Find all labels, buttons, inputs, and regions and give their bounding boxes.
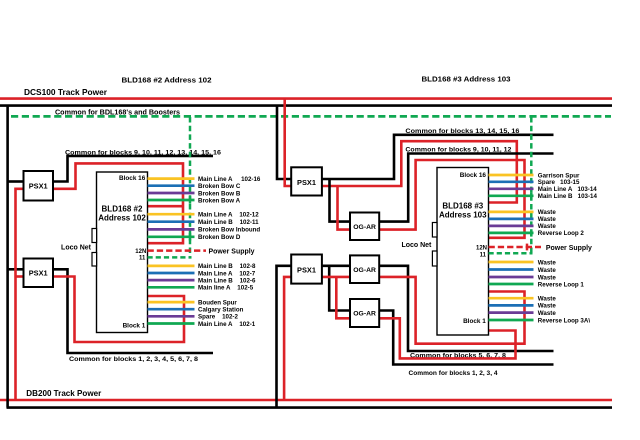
svg-text:Loco Net: Loco Net [401,242,432,249]
svg-text:Common for BDL168's and Booste: Common for BDL168's and Boosters [55,110,180,117]
svg-text:BLD168 #2: BLD168 #2 [102,205,143,214]
svg-text:Common for blocks 1, 2, 3, 4,: Common for blocks 1, 2, 3, 4, 5, 6, 7, 8 [69,356,198,363]
svg-text:Address 102: Address 102 [98,214,146,223]
svg-text:BLD168 #2 Address 102: BLD168 #2 Address 102 [122,76,212,85]
svg-text:Waste: Waste [538,259,557,266]
svg-text:Main Line A 102-1: Main Line A 102-1 [198,321,256,328]
svg-text:Broken Bow A: Broken Bow A [198,197,241,204]
svg-text:OG-AR: OG-AR [353,224,376,231]
svg-text:Common for blocks 13, 14, 15,: Common for blocks 13, 14, 15, 16 [405,128,519,135]
svg-text:Block 1: Block 1 [123,322,146,329]
svg-text:OG-AR: OG-AR [353,267,376,274]
svg-text:Block 1: Block 1 [463,318,486,325]
svg-text:Main Line B 103-14: Main Line B 103-14 [538,193,598,200]
svg-text:Garrison Spur: Garrison Spur [538,172,580,179]
svg-text:Loco Net: Loco Net [61,244,92,251]
svg-text:Spare 102-2: Spare 102-2 [198,314,238,321]
svg-text:Block 16: Block 16 [119,175,146,182]
svg-text:Waste: Waste [538,274,557,281]
svg-text:PSX1: PSX1 [29,181,48,190]
svg-text:Main Line A 103-14: Main Line A 103-14 [538,186,597,193]
svg-text:Power Supply: Power Supply [546,245,592,252]
svg-text:Waste: Waste [538,310,557,317]
svg-text:BLD168 #3 Address 103: BLD168 #3 Address 103 [422,75,511,84]
svg-text:11: 11 [480,253,487,259]
svg-text:Common for blocks 1, 2, 3, 4: Common for blocks 1, 2, 3, 4 [409,370,498,377]
svg-text:Waste: Waste [538,267,557,274]
svg-text:DB200 Track Power: DB200 Track Power [26,389,102,398]
svg-text:Waste: Waste [538,303,557,310]
svg-text:Broken Bow D: Broken Bow D [198,234,241,241]
svg-text:Main Line A 102-16: Main Line A 102-16 [198,176,261,183]
svg-text:11: 11 [139,256,146,262]
svg-text:Waste: Waste [538,209,557,216]
svg-text:Waste: Waste [538,223,557,230]
svg-text:Reverse Loop 2: Reverse Loop 2 [538,230,585,237]
svg-text:Reverse Loop 3A\: Reverse Loop 3A\ [538,317,591,324]
svg-text:Spare 103-15: Spare 103-15 [538,179,580,186]
svg-text:Bouden Spur: Bouden Spur [198,299,237,306]
svg-text:PSX1: PSX1 [297,178,316,187]
svg-text:Main line A 102-5: Main line A 102-5 [198,285,254,292]
svg-text:Block 16: Block 16 [460,172,487,179]
svg-text:12N: 12N [135,249,146,255]
svg-text:Calgary Station: Calgary Station [198,307,244,314]
svg-text:Main Line A 102-12: Main Line A 102-12 [198,212,259,219]
svg-text:Reverse Loop 1: Reverse Loop 1 [538,281,585,288]
svg-text:12N: 12N [476,246,487,252]
svg-text:Common for blocks 9, 10, 11, 1: Common for blocks 9, 10, 11, 12, 13, 14,… [65,149,221,156]
svg-text:Waste: Waste [538,296,557,303]
svg-text:Common for blocks 9, 10, 11, 1: Common for blocks 9, 10, 11, 12 [405,146,511,153]
svg-text:Main Line A 102-7: Main Line A 102-7 [198,270,256,277]
svg-text:Waste: Waste [538,216,557,223]
svg-text:Main Line B 102-11: Main Line B 102-11 [198,219,259,226]
svg-text:DCS100 Track Power: DCS100 Track Power [24,87,108,97]
svg-text:PSX1: PSX1 [297,266,316,275]
svg-text:PSX1: PSX1 [29,268,48,277]
svg-text:Power Supply: Power Supply [209,248,255,255]
svg-text:Main Line B 102-8: Main Line B 102-8 [198,263,256,270]
svg-text:Address 103: Address 103 [439,211,487,220]
svg-text:Broken Bow B: Broken Bow B [198,190,241,197]
svg-text:Common for blocks 5, 6, 7, 8: Common for blocks 5, 6, 7, 8 [410,352,506,359]
svg-text:Main Line B 102-6: Main Line B 102-6 [198,277,256,284]
svg-text:Broken Bow Inbound: Broken Bow Inbound [198,227,260,234]
svg-text:BLD168 #3: BLD168 #3 [442,202,483,211]
svg-text:OG-AR: OG-AR [353,311,376,318]
svg-text:Broken Bow C: Broken Bow C [198,183,241,190]
